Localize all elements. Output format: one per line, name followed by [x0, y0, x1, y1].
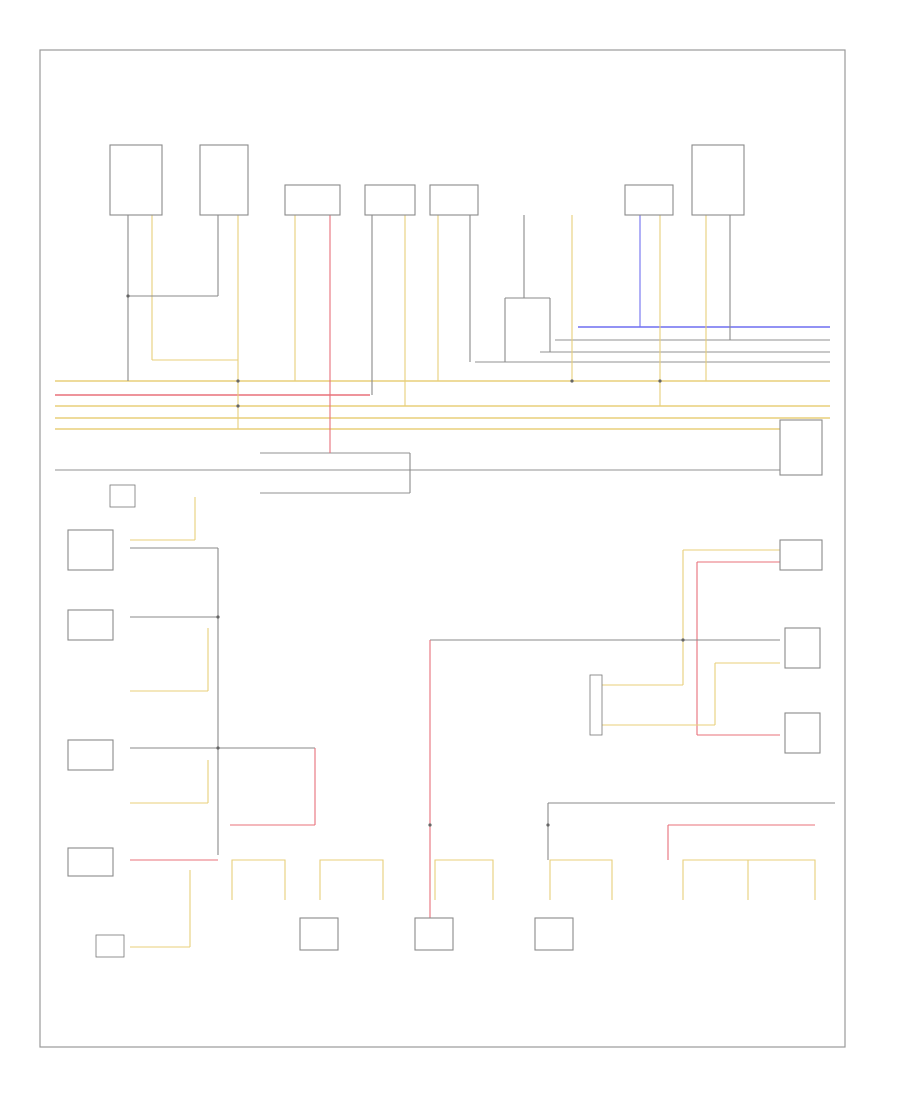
component-top-5 [429, 184, 479, 216]
component-bottom-2 [414, 917, 454, 951]
component-left-4 [67, 847, 114, 877]
wire-bottom-4 [549, 859, 613, 900]
junction-dots [126, 294, 685, 827]
connector-2 [95, 934, 125, 958]
junction-dot [236, 379, 240, 383]
junction-dot [681, 638, 685, 642]
component-bottom-3 [534, 917, 574, 951]
junction-dot [236, 404, 240, 408]
component-right-1 [779, 419, 823, 476]
wire-bottom-5 [682, 859, 816, 900]
diagram-frame [39, 49, 846, 1048]
junction-dot [428, 823, 432, 827]
junction-dot [570, 379, 574, 383]
component-right-2 [779, 539, 823, 571]
connector-1 [109, 484, 136, 508]
bus-bars [55, 326, 830, 494]
junction-dot [126, 294, 130, 298]
junction-dot [658, 379, 662, 383]
connector-3 [589, 674, 603, 736]
junction-dot [216, 746, 220, 750]
component-top-7 [691, 144, 745, 216]
components [67, 144, 823, 958]
component-top-1 [109, 144, 163, 216]
component-top-3 [284, 184, 341, 216]
component-top-4 [364, 184, 416, 216]
component-top-6 [624, 184, 674, 216]
wires [127, 215, 835, 948]
component-right-3 [784, 627, 821, 669]
wire-bottom-1 [231, 859, 286, 900]
component-top-2 [199, 144, 249, 216]
wire-bottom-2 [319, 859, 384, 900]
component-left-1 [67, 529, 114, 571]
component-bottom-1 [299, 917, 339, 951]
junction-dot [546, 823, 550, 827]
component-left-3 [67, 739, 114, 771]
component-right-4 [784, 712, 821, 754]
component-left-2 [67, 609, 114, 641]
junction-dot [216, 615, 220, 619]
wire-bottom-3 [434, 859, 494, 900]
